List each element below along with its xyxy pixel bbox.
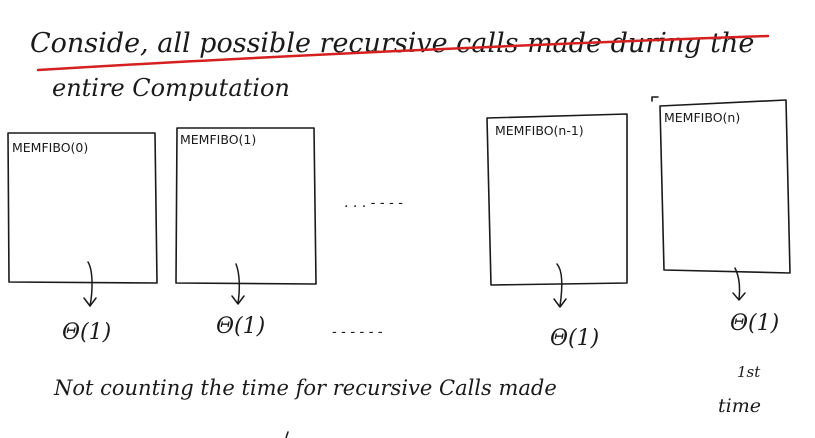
call-box-memfibo-1: MEMFIBO(1) xyxy=(175,127,317,285)
call-box-label: MEMFIBO(n) xyxy=(664,110,740,125)
footnote-tail: time xyxy=(718,395,761,417)
call-box-memfibo-n-minus-1: MEMFIBO(n-1) xyxy=(486,113,628,286)
call-box-memfibo-0: MEMFIBO(0) xyxy=(7,132,158,284)
heading-line-2: entire Computation xyxy=(52,74,290,102)
cost-box-3: Θ(1) xyxy=(550,326,599,351)
footnote-text: Not counting the time for recursive Call… xyxy=(53,376,557,400)
footnote-superscript: 1st xyxy=(737,363,761,381)
call-box-label: MEMFIBO(1) xyxy=(180,132,256,147)
arrow-box-3 xyxy=(553,263,567,308)
call-box-label: MEMFIBO(0) xyxy=(12,140,88,155)
call-box-memfibo-n: MEMFIBO(n) xyxy=(651,96,791,274)
arrow-box-2 xyxy=(231,263,245,305)
cost-box-1: Θ(1) xyxy=(62,320,111,345)
cost-box-4: Θ(1) xyxy=(730,311,779,336)
arrow-box-4 xyxy=(732,267,746,301)
ellipsis-between-boxes: . . . - - - - xyxy=(344,195,403,211)
arrow-box-1 xyxy=(83,261,97,307)
heading-line-1: Conside, all possible recursive calls ma… xyxy=(30,28,754,59)
call-box-label: MEMFIBO(n-1) xyxy=(495,123,584,138)
ellipsis-between-costs: - - - - - - xyxy=(332,324,383,340)
cost-box-2: Θ(1) xyxy=(216,314,265,339)
bottom-tick xyxy=(285,431,289,438)
heading-underline xyxy=(36,34,770,72)
